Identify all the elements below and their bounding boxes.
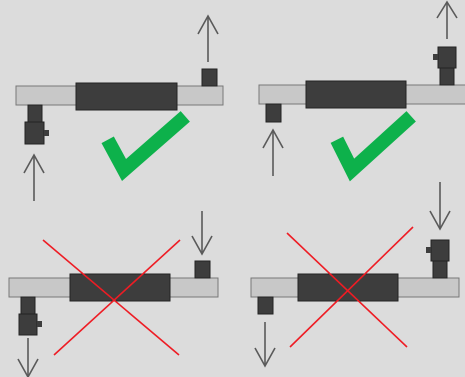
connector-stem bbox=[20, 296, 36, 315]
up-arrow-icon bbox=[436, 0, 458, 39]
valve-body bbox=[69, 273, 171, 302]
actuator-pin bbox=[37, 321, 42, 327]
down-arrow-icon bbox=[191, 211, 213, 256]
down-arrow-icon bbox=[17, 338, 39, 377]
green-checkmark-icon bbox=[101, 111, 190, 182]
panel-top-right bbox=[258, 0, 465, 182]
connector-stem bbox=[439, 67, 455, 86]
valve-body bbox=[297, 273, 399, 302]
down-arrow-icon bbox=[254, 322, 276, 368]
red-cross-icon bbox=[286, 226, 414, 348]
actuator-pin bbox=[426, 247, 431, 253]
actuator-head bbox=[18, 313, 38, 336]
panel-top-left bbox=[15, 14, 224, 201]
up-arrow-icon bbox=[23, 153, 45, 201]
actuator-head bbox=[24, 121, 45, 145]
panel-bottom-right bbox=[250, 182, 460, 368]
end-stop-block bbox=[201, 68, 218, 87]
actuator-pin bbox=[44, 130, 49, 136]
end-stop-block bbox=[265, 103, 282, 123]
actuator-pin bbox=[433, 54, 438, 60]
red-cross-icon bbox=[42, 239, 181, 356]
end-stop-block bbox=[194, 260, 211, 279]
valve-body bbox=[305, 80, 407, 109]
up-arrow-icon bbox=[197, 14, 219, 62]
actuator-head bbox=[437, 46, 457, 69]
connector-stem bbox=[27, 104, 43, 123]
down-arrow-icon bbox=[429, 182, 451, 231]
end-stop-block bbox=[257, 296, 274, 315]
connector-stem bbox=[432, 260, 448, 279]
panel-bottom-left bbox=[8, 211, 219, 377]
up-arrow-icon bbox=[262, 128, 284, 176]
actuator-head bbox=[430, 239, 450, 262]
valve-body bbox=[75, 82, 178, 111]
green-checkmark-icon bbox=[330, 111, 416, 182]
